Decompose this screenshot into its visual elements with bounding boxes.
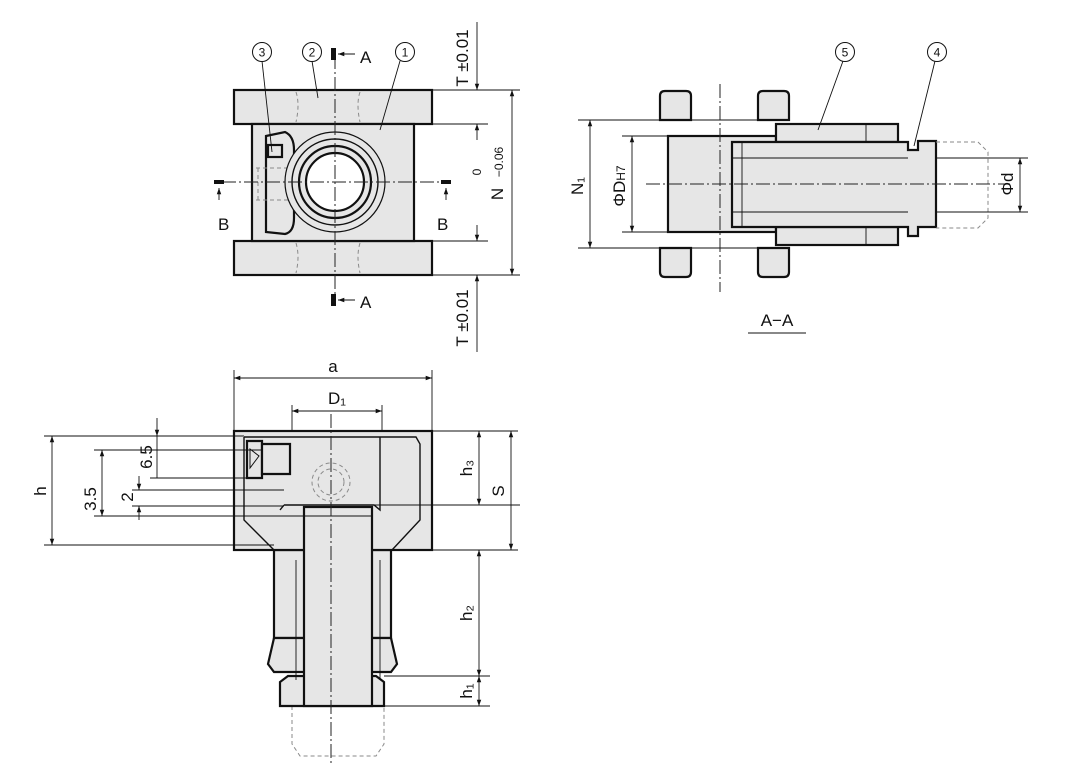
dim-n-upper-tol: 0 [470,168,484,175]
balloon-1 [395,42,415,62]
balloon-4 [927,42,947,62]
dim-phi-d: Φd [998,172,1017,195]
top-plate [232,88,434,126]
section-b-right-label: B [437,215,448,234]
dim-h3: h₃ [457,460,476,476]
balloon-1-label: 1 [402,46,409,60]
dim-dh7-phi: Φ [610,193,629,207]
section-b-left-label: B [218,215,229,234]
bottom-plate [232,239,434,277]
bushing-inner [302,505,374,708]
dim-dh7: ΦDH7 [610,165,629,207]
dim-t-top: T ±0.01 [453,29,472,86]
section-a-bottom-label: A [360,293,372,312]
dim-dh7-sub: H7 [614,165,628,181]
dim-n: N [488,188,507,200]
sleeve-bottom [774,225,900,247]
dim-t-bottom: T ±0.01 [453,289,472,346]
dim-6-5: 6.5 [137,445,156,469]
sleeve-top [774,122,900,144]
balloon-5 [835,42,855,62]
balloon-3-label: 3 [259,46,266,60]
dim-s: S [489,485,508,496]
balloon-2-label: 2 [309,46,316,60]
front-lever [245,439,264,480]
section-title: A−A [761,311,794,330]
lever-tab [266,143,284,159]
front-view: a D₁ h 3.5 2 6.5 h₃ S h₂ h₁ [31,357,520,764]
bushing-section [730,139,938,238]
dim-a: a [328,357,338,376]
dim-2: 2 [118,492,137,501]
balloon-2 [302,42,322,62]
dim-dh7-main: D [610,181,629,193]
balloon-3 [252,42,272,62]
section-a-top-label: A [360,48,372,67]
balloon-5-label: 5 [842,46,849,60]
dim-3-5: 3.5 [81,487,100,511]
balloon-4-label: 4 [934,46,941,60]
dim-h2: h₂ [457,605,476,621]
dim-n-lower-tol: −0.06 [492,146,506,177]
dim-h1: h₁ [457,683,476,698]
dim-h: h [31,486,50,495]
dim-n1: N₁ [568,177,587,195]
top-view: 3 2 1 A A B B T ±0.01 T ±0.01 N 0 −0.06 [214,22,520,352]
section-view: 5 4 N₁ ΦDH7 Φd A−A [568,42,1028,334]
dim-d1: D₁ [328,389,346,408]
